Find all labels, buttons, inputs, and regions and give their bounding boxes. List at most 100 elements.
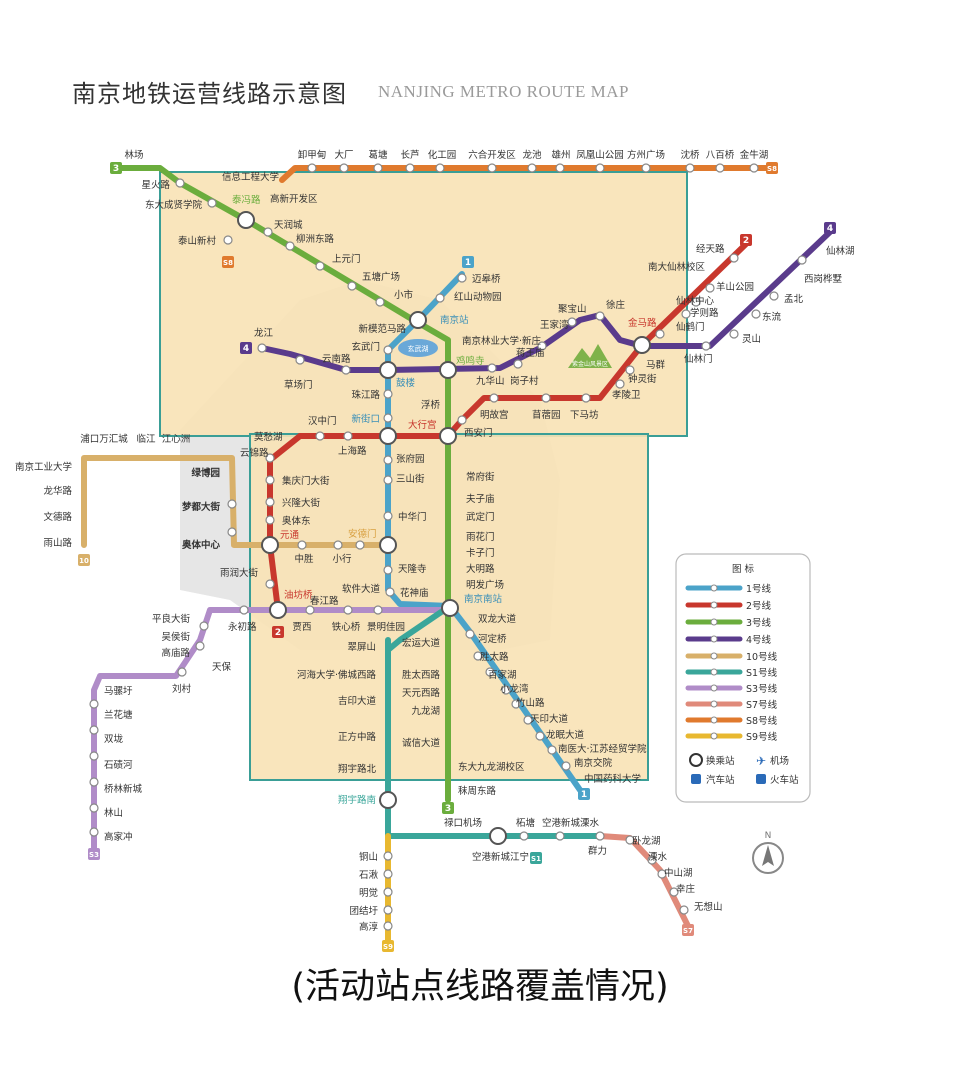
station-label: 灵山 — [742, 334, 761, 345]
line-s7 — [597, 833, 691, 929]
station-label: 无想山 — [694, 901, 723, 913]
labels-l3-north: 林场 星火路 东大成贤学院 泰冯路 天润城 柳洲东路 上元门 五塘广场 小市 泰… — [124, 149, 413, 301]
station-label: 天润城 — [274, 219, 303, 231]
station-label: 下马坊 — [570, 409, 599, 421]
legend-line-label: 3号线 — [746, 617, 772, 629]
station-label: 草场门 — [284, 379, 313, 391]
station-label: 花神庙 — [400, 587, 429, 599]
station-label: 梦都大街 — [182, 501, 221, 513]
station-label: 泰山新村 — [178, 235, 217, 247]
station-label: 仙林门 — [684, 353, 713, 365]
station-label: 雨花门 — [466, 531, 495, 543]
station-label: 长芦 — [400, 149, 419, 161]
station-label: 南京工业大学 — [15, 461, 72, 473]
station-label: 溧水 — [648, 851, 668, 863]
station-label: 大厂 — [334, 149, 353, 161]
station-label: 天印大道 — [530, 713, 569, 725]
station-label: 马骡圩 — [104, 685, 133, 697]
station-label: 群力 — [588, 845, 607, 857]
legend-line-label: S3号线 — [746, 683, 778, 695]
station-label: 南京交院 — [574, 757, 613, 769]
station-label: 羊山公园 — [716, 281, 754, 293]
station-label: 团结圩 — [349, 905, 378, 917]
station-label: 凤凰山公园 — [576, 150, 624, 161]
station-label: 新模范马路 — [358, 323, 406, 335]
station-label: 兰花塘 — [104, 709, 133, 721]
station-label: 珠江路 — [351, 389, 380, 401]
legend-line-label: 10号线 — [746, 651, 778, 663]
station-label: 胜太路 — [480, 651, 509, 663]
badge-s9: S9 — [383, 943, 393, 951]
station-label: 南京林业大学·新庄 — [462, 335, 542, 347]
station-label: 云锦路 — [240, 447, 269, 459]
station-label: 永初路 — [228, 621, 257, 633]
station-label: 武定门 — [466, 511, 495, 523]
legend: 图 标 1号线 2号线 3号线 4号线 — [675, 553, 811, 803]
station-label: 石碛河 — [104, 759, 133, 771]
line-10 — [81, 455, 391, 548]
station-label: 林场 — [124, 149, 143, 161]
station-label: 宏运大道 — [402, 637, 441, 649]
station-label: 西安门 — [464, 427, 493, 439]
legend-line-label: S9号线 — [746, 731, 778, 743]
station-label: 秣周东路 — [458, 785, 497, 797]
station-label: 空港新城溧水 — [542, 817, 600, 829]
station-label: 天元西路 — [402, 687, 441, 699]
line-s3 — [91, 607, 281, 853]
station-label: 方州广场 — [627, 149, 665, 161]
station-label: 雄州 — [551, 149, 570, 161]
station-label: 吉印大道 — [338, 695, 377, 707]
station-label: 百家湖 — [488, 669, 517, 681]
station-label: 张府园 — [396, 453, 425, 465]
station-label: 龙华路 — [43, 485, 72, 497]
station-label: 龙池 — [522, 149, 542, 161]
station-label: 仙林湖 — [826, 245, 855, 257]
station-label: 钟灵街 — [628, 373, 657, 385]
station-label: 天隆寺 — [398, 563, 427, 575]
station-label: 高淳 — [359, 921, 379, 933]
legend-symbol-label: 换乘站 — [706, 755, 735, 767]
station-label: 文德路 — [43, 511, 72, 523]
station-label: 金牛湖 — [740, 149, 769, 161]
station-label: 六合开发区 — [468, 149, 516, 161]
station-label: 高新开发区 — [270, 193, 318, 205]
station-label: 经天路 — [696, 243, 725, 255]
badge-s8: S8 — [767, 165, 777, 173]
legend-box — [675, 553, 811, 803]
legend-symbol-label: 汽车站 — [706, 774, 735, 786]
station-label: 石湫 — [359, 870, 379, 881]
station-label: 苜蓿园 — [532, 409, 561, 421]
labels-s8: 卸甲甸 大厂 葛塘 长芦 化工园 六合开发区 龙池 雄州 凤凰山公园 方州广场 … — [298, 149, 769, 161]
station-label: 王家湾 — [540, 319, 569, 331]
caption: (活动站点线路覆盖情况) — [291, 967, 669, 1007]
station-label: 聚宝山 — [558, 303, 587, 315]
station-label: 八百桥 — [706, 149, 735, 161]
station-label: 安德门 — [348, 528, 377, 540]
station-label: 小龙湾 — [500, 683, 529, 695]
legend-symbol-label: 火车站 — [770, 774, 799, 786]
station-label: 南京南站 — [464, 593, 503, 605]
station-label: 东流 — [762, 311, 782, 323]
station-label: 奥体东 — [282, 515, 311, 527]
station-label: 上海路 — [338, 445, 367, 457]
station-label: 仙林中心 — [676, 295, 715, 307]
station-label: 汉中门 — [308, 415, 337, 427]
station-label: 三山街 — [396, 473, 425, 485]
station-label: 夫子庙 — [466, 493, 495, 505]
station-label: 铜山 — [359, 851, 378, 863]
station-label: 河海大学·佛城西路 — [297, 669, 377, 681]
station-label: 柘塘 — [516, 817, 536, 829]
bus-station-icon — [691, 774, 701, 784]
station-label: 东大九龙湖校区 — [458, 761, 525, 773]
mountain-label: 紫金山风景区 — [572, 360, 608, 368]
interchange-stations — [237, 211, 651, 845]
legend-line-label: S1号线 — [746, 667, 778, 679]
station-label: 新街口 — [351, 413, 380, 425]
station-label: 双龙大道 — [478, 613, 517, 625]
labels-l10: 雨润大街 奥体中心 梦都大街 绿博园 中胜 小行 安德门 江心洲 临江 浦口万汇… — [15, 433, 377, 579]
station-label: 大明路 — [466, 563, 495, 575]
station-label: 浮桥 — [421, 399, 441, 411]
badge-l3-bottom: 3 — [445, 804, 451, 814]
station-label: 龙江 — [254, 327, 274, 339]
